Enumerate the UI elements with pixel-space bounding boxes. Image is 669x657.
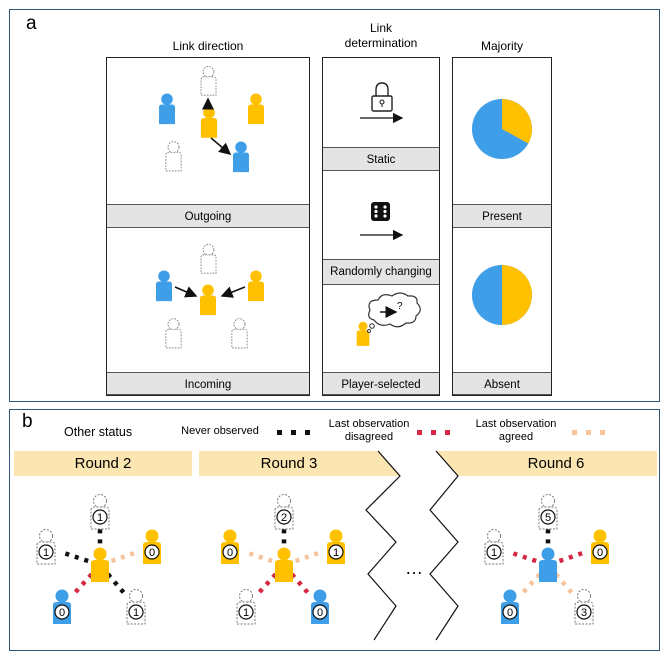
neighbor-count-top: 1	[97, 512, 103, 524]
lock-icon	[371, 82, 393, 112]
pie-slice-yellow	[502, 99, 532, 144]
neighbor-count-bottom-right: 0	[317, 607, 323, 619]
neighbor-count-bottom-right-ring	[312, 604, 328, 620]
panel-b-frame	[9, 409, 660, 651]
focal-player-icon	[91, 547, 109, 582]
neighbor-count-right: 1	[333, 547, 339, 559]
arrow-in-icon	[220, 286, 246, 298]
neighbor-count-top: 2	[281, 512, 287, 524]
column-title-majority: Majority	[480, 39, 523, 53]
band-present: Present	[453, 204, 551, 228]
break-line-right	[429, 450, 459, 641]
focal-player-icon	[539, 547, 557, 582]
neighbor-count-right-ring	[592, 544, 608, 560]
band-randomly-changing: Randomly changing	[323, 259, 439, 285]
neighbor-count-top-ring	[276, 509, 292, 525]
neighbor-count-left: 0	[227, 547, 233, 559]
column-title-link-direction: Link direction	[172, 39, 244, 53]
legend-peach-dots	[572, 430, 605, 435]
panel-a-letter: a	[26, 13, 37, 34]
neighbor-count-top-ring	[92, 509, 108, 525]
thought-question-mark: ?	[397, 301, 403, 312]
pie-chart-absent	[472, 265, 532, 325]
link-black-dotted	[60, 549, 89, 564]
neighbor-count-right-ring	[328, 544, 344, 560]
neighbor-count-bottom-left: 0	[59, 607, 65, 619]
neighbor-count-top: 5	[545, 512, 551, 524]
legend-black-dots	[277, 430, 310, 435]
band-player-selected: Player-selected	[323, 372, 439, 395]
neighbor-count-top-ring	[540, 509, 556, 525]
band-static: Static	[323, 147, 439, 171]
neighbor-count-bottom-right: 3	[581, 607, 587, 619]
neighbor-count-bottom-left-ring	[54, 604, 70, 620]
neighbor-count-bottom-left: 0	[507, 607, 513, 619]
neighbor-count-bottom-left-ring	[238, 604, 254, 620]
round-3-label: Round 3	[260, 455, 318, 472]
neighbor-count-left-ring	[486, 544, 502, 560]
arrow-out-icon	[210, 137, 232, 155]
link-peach-dotted	[554, 572, 576, 597]
neighbor-count-right: 0	[597, 547, 603, 559]
pie-slice-yellow	[502, 265, 532, 325]
link-peach-dotted	[294, 549, 323, 564]
pie-chart-present	[472, 99, 532, 159]
neighbor-count-left-ring	[38, 544, 54, 560]
band-absent: Absent	[453, 372, 551, 395]
neighbor-count-left: 1	[43, 547, 49, 559]
round-6-header	[436, 451, 657, 476]
neighbor-count-left: 1	[491, 547, 497, 559]
link-peach-dotted	[244, 549, 273, 564]
neighbor-count-bottom-right: 1	[133, 607, 139, 619]
neighbor-count-bottom-left-ring	[502, 604, 518, 620]
neighbor-count-left-ring	[222, 544, 238, 560]
panel-a-drawings: ?	[156, 66, 532, 349]
round-6-label: Round 6	[527, 455, 585, 472]
outgoing-network	[159, 66, 264, 173]
legend-swatches	[277, 430, 605, 435]
link-red-dotted	[508, 549, 537, 564]
round-2-header	[14, 451, 192, 476]
neighbor-count-right-ring	[144, 544, 160, 560]
band-outgoing: Outgoing	[107, 204, 309, 228]
link-red-dotted	[290, 572, 312, 597]
round-2-label: Round 2	[74, 455, 132, 472]
focal-player-icon	[275, 547, 293, 582]
legend-never-observed: Never observed	[181, 425, 259, 437]
ellipsis: …	[405, 558, 423, 578]
band-incoming: Incoming	[107, 372, 309, 395]
break-line-left	[365, 450, 401, 641]
neighbor-count-right: 0	[149, 547, 155, 559]
legend-red-dots	[417, 430, 450, 435]
link-peach-dotted	[518, 572, 542, 597]
neighbor-count-bottom-right-ring	[576, 604, 592, 620]
link-red-dotted	[254, 572, 278, 597]
arrow-in-icon	[174, 286, 198, 298]
link-determination-box	[322, 57, 440, 396]
link-peach-dotted	[110, 549, 139, 564]
neighbor-count-bottom-left: 1	[243, 607, 249, 619]
incoming-network	[156, 244, 264, 349]
link-black-dotted	[106, 572, 128, 597]
panel-a-frame	[9, 9, 660, 402]
round-3-header	[199, 451, 400, 476]
link-red-dotted	[70, 572, 94, 597]
neighbor-count-bottom-right-ring	[128, 604, 144, 620]
thought-bubble-icon: ?	[367, 292, 421, 333]
panel-b-letter: b	[22, 411, 33, 432]
link-red-dotted	[558, 549, 587, 564]
legend-title: Other status	[64, 425, 133, 439]
dice-icon	[371, 202, 390, 221]
